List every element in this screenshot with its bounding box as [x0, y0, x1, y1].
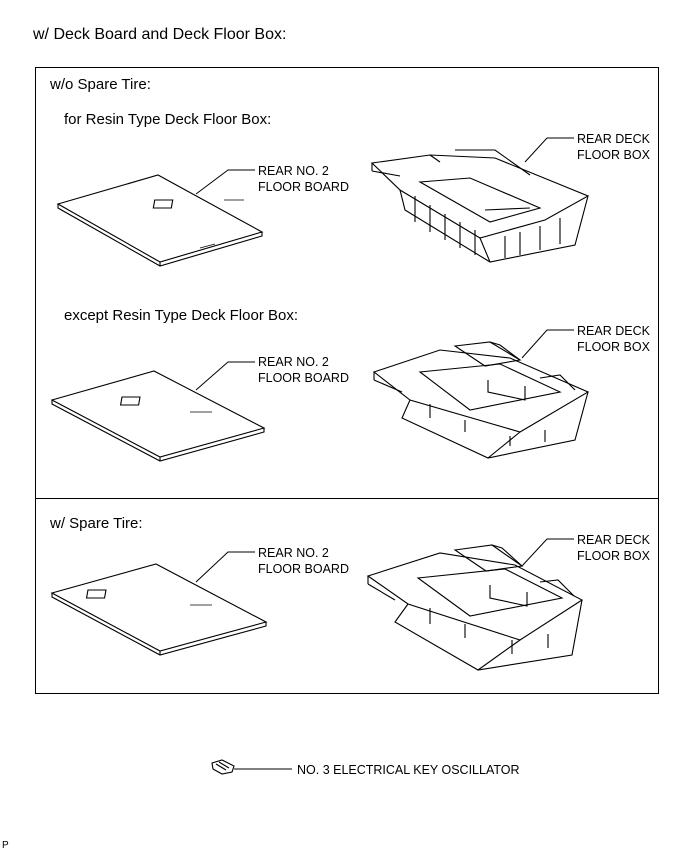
callout-board-2-line1: REAR NO. 2	[258, 355, 329, 369]
callout-board-3-line1: REAR NO. 2	[258, 546, 329, 560]
callout-box-3: REAR DECK FLOOR BOX	[577, 532, 650, 564]
callout-box-2-line2: FLOOR BOX	[577, 340, 650, 354]
callout-box-3-line2: FLOOR BOX	[577, 549, 650, 563]
subsection-label-resin: for Resin Type Deck Floor Box:	[64, 111, 272, 128]
callout-box-1-line1: REAR DECK	[577, 132, 650, 146]
section-with-spare-tire	[35, 498, 659, 694]
subsection-label-except-resin: except Resin Type Deck Floor Box:	[64, 307, 298, 324]
callout-board-3: REAR NO. 2 FLOOR BOARD	[258, 545, 349, 577]
callout-board-1-line1: REAR NO. 2	[258, 164, 329, 178]
oscillator-label: NO. 3 ELECTRICAL KEY OSCILLATOR	[297, 763, 520, 777]
callout-board-3-line2: FLOOR BOARD	[258, 562, 349, 576]
callout-box-3-line1: REAR DECK	[577, 533, 650, 547]
callout-board-2: REAR NO. 2 FLOOR BOARD	[258, 354, 349, 386]
corner-mark: P	[2, 840, 9, 851]
page-title: w/ Deck Board and Deck Floor Box:	[33, 26, 287, 43]
callout-box-1-line2: FLOOR BOX	[577, 148, 650, 162]
section-heading-without-spare-tire: w/o Spare Tire:	[50, 76, 151, 93]
callout-box-2: REAR DECK FLOOR BOX	[577, 323, 650, 355]
callout-board-1: REAR NO. 2 FLOOR BOARD	[258, 163, 349, 195]
callout-box-2-line1: REAR DECK	[577, 324, 650, 338]
callout-board-2-line2: FLOOR BOARD	[258, 371, 349, 385]
callout-box-1: REAR DECK FLOOR BOX	[577, 131, 650, 163]
callout-board-1-line2: FLOOR BOARD	[258, 180, 349, 194]
section-heading-with-spare-tire: w/ Spare Tire:	[50, 515, 143, 532]
